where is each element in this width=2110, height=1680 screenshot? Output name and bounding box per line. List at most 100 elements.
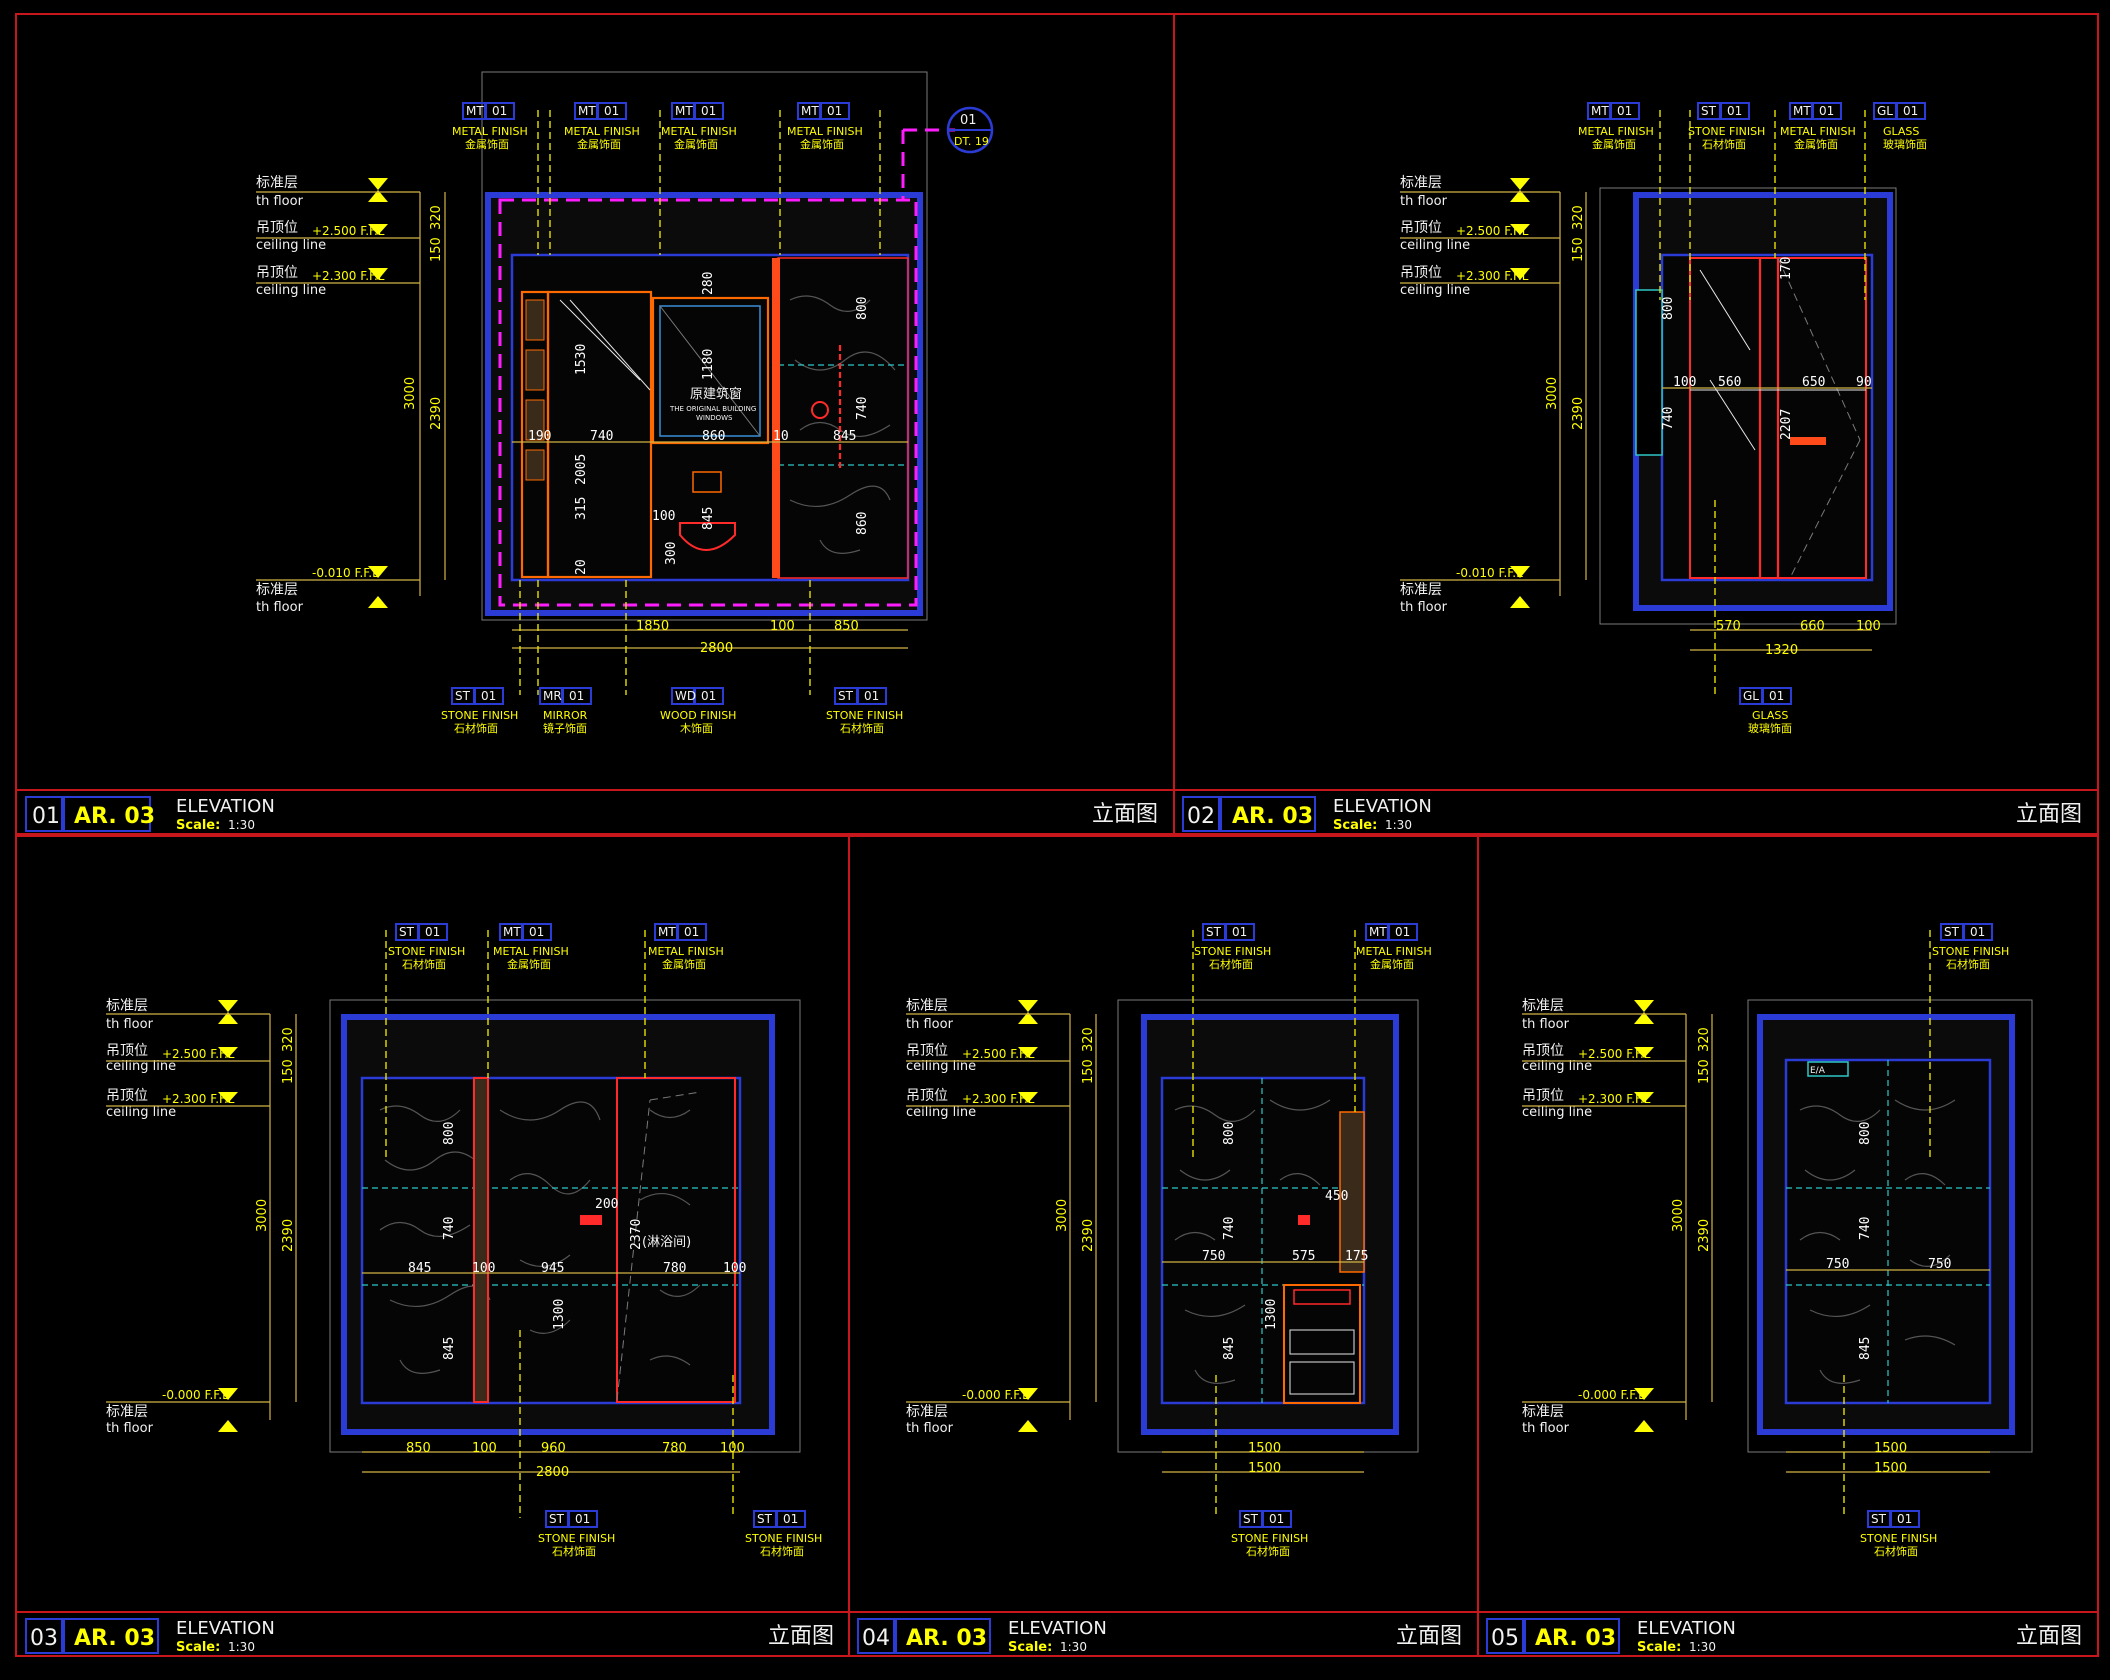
elevation-04: 标准层 th floor 吊顶位 ceiling line +2.500 F.F… [857, 923, 1462, 1655]
window-section [1635, 289, 1663, 456]
level-floor-bottom-en: th floor [106, 1421, 154, 1436]
finish-name-en: STONE FINISH [826, 709, 903, 722]
dim-label: 150 [281, 1059, 296, 1084]
callout-mirror: MR 01 MIRROR 镜子饰面 [539, 687, 592, 735]
level-marker-icon [368, 268, 388, 280]
shower-note: (淋浴间) [642, 1235, 691, 1250]
finish-name-cn: 石材饰面 [1209, 957, 1253, 971]
finish-name-en: METAL FINISH [1780, 125, 1856, 138]
dim-label: 845 [408, 1261, 431, 1276]
finish-name-en: METAL FINISH [493, 945, 569, 958]
level-marker-icon [1510, 224, 1530, 235]
dim-label: 1300 [1264, 1299, 1279, 1330]
dim-label: 100 [472, 1441, 497, 1456]
finish-number: 01 [701, 104, 716, 118]
finish-code: ST [1206, 925, 1222, 939]
ceiling-label-cn: 吊顶位 [106, 1043, 148, 1059]
finish-code: MT [801, 104, 819, 118]
dim-label: 570 [1716, 619, 1741, 634]
level-marker-icon [1018, 1012, 1038, 1024]
level-marker-icon [1634, 1047, 1654, 1058]
scale-value: 1:30 [1060, 1640, 1087, 1654]
dim-label: 1500 [1248, 1441, 1281, 1456]
finish-name-cn: 石材饰面 [760, 1544, 804, 1558]
control-box [580, 1215, 602, 1225]
dim-label: 1500 [1874, 1461, 1907, 1476]
level-floor-bottom-cn: 标准层 [256, 582, 298, 598]
finish-name-en: GLASS [1883, 125, 1919, 138]
floor-level-value: -0.000 F.F.L [1578, 1388, 1645, 1402]
finish-number: 01 [1897, 1512, 1912, 1526]
ceiling-label-en: ceiling line [1400, 238, 1470, 253]
finish-callouts-top: ST 01 STONE FINISH 石材饰面 MT 01 METAL FINI… [385, 923, 724, 1160]
callout-stone-finish: ST 01 STONE FINISH 石材饰面 [538, 1510, 615, 1558]
scale-value: 1:30 [1385, 818, 1412, 832]
callout-metal-finish: MT 01 METAL FINISH 金属饰面 [493, 923, 569, 971]
dim-label: 3000 [403, 377, 418, 410]
detail-sheet: DT. 19 [954, 135, 989, 148]
dim-label: 100 [1673, 375, 1696, 390]
sheet-code: AR. 03 [74, 804, 155, 829]
dim-label: 3000 [1055, 1199, 1070, 1232]
dim-label: 780 [663, 1261, 686, 1276]
dim-label: 100 [472, 1261, 495, 1276]
scale-label: Scale: [176, 1640, 220, 1655]
finish-callouts-bottom: GL 01 GLASS 玻璃饰面 [1714, 500, 1792, 735]
dim-label: 90 [1856, 375, 1872, 390]
level-marker-icon [1634, 1420, 1654, 1432]
level-marker-icon [1510, 190, 1530, 202]
dim-label: 750 [1928, 1257, 1951, 1272]
ceiling-label-cn: 吊顶位 [1400, 220, 1442, 236]
finish-code: MT [1793, 104, 1811, 118]
finish-name-cn: 石材饰面 [840, 721, 884, 735]
finish-code: ST [1701, 104, 1717, 118]
finish-name-en: METAL FINISH [564, 125, 640, 138]
callout-stone-finish: ST 01 STONE FINISH 石材饰面 [441, 687, 518, 735]
level-floor-top-cn: 标准层 [1522, 998, 1564, 1014]
title-block: 03 AR. 03 ELEVATION Scale: 1:30 立面图 [25, 1618, 834, 1655]
dim-label: 100 [770, 619, 795, 634]
level-floor-top-en: th floor [106, 1017, 154, 1032]
finish-name-cn: 石材饰面 [402, 957, 446, 971]
dim-label: 960 [541, 1441, 566, 1456]
scale-value: 1:30 [228, 818, 255, 832]
dim-label: 800 [1222, 1122, 1237, 1145]
scale-label: Scale: [1637, 1640, 1681, 1655]
finish-number: 01 [1769, 689, 1784, 703]
finish-callouts-top: ST 01 STONE FINISH 石材饰面 [1929, 923, 2009, 1160]
level-marker-icon [218, 1092, 238, 1103]
finish-name-cn: 金属饰面 [465, 137, 509, 151]
scale-label: Scale: [1333, 818, 1377, 833]
ceiling-label-cn: 吊顶位 [906, 1043, 948, 1059]
panel-e-frame [1477, 835, 2099, 1657]
finish-code: ST [1944, 925, 1960, 939]
finish-name-cn: 石材饰面 [1946, 957, 1990, 971]
ceiling-level-value: +2.300 F.F.L [312, 269, 385, 283]
dim-label: 800 [1661, 297, 1676, 320]
finish-number: 01 [604, 104, 619, 118]
callout-stone-finish: ST 01 STONE FINISH 石材饰面 [1194, 923, 1271, 971]
dim-label: 100 [652, 509, 675, 524]
room-outline [481, 71, 928, 621]
level-marker-icon [1018, 1000, 1038, 1012]
elevation-05: 标准层 th floor 吊顶位 ceiling line +2.500 F.F… [1486, 923, 2082, 1655]
level-floor-top-en: th floor [256, 194, 304, 209]
finish-name-en: METAL FINISH [661, 125, 737, 138]
level-floor-bottom-cn: 标准层 [1400, 582, 1442, 598]
vertical-dimensions: 320 150 3000 2390 [1671, 1014, 1713, 1420]
bottom-dimensions: 1850 100 850 2800 [512, 619, 908, 656]
dim-label: 2390 [281, 1219, 296, 1252]
finish-name-cn: 石材饰面 [454, 721, 498, 735]
dim-label: 740 [855, 397, 870, 420]
dim-label: 850 [834, 619, 859, 634]
finish-name-cn: 金属饰面 [577, 137, 621, 151]
level-marker-icon [1510, 268, 1530, 280]
dim-label: 320 [429, 205, 444, 230]
level-marker-icon [368, 596, 388, 608]
callout-wood-finish: WD 01 WOOD FINISH 木饰面 [660, 687, 736, 735]
dim-label: 660 [1800, 619, 1825, 634]
ceiling-section-outline [498, 198, 918, 607]
finish-code: GL [1743, 689, 1759, 703]
dim-label: 300 [664, 542, 679, 565]
finish-callouts-bottom: ST 01 STONE FINISH 石材饰面 MR 01 MIRROR 镜子饰… [441, 580, 903, 735]
